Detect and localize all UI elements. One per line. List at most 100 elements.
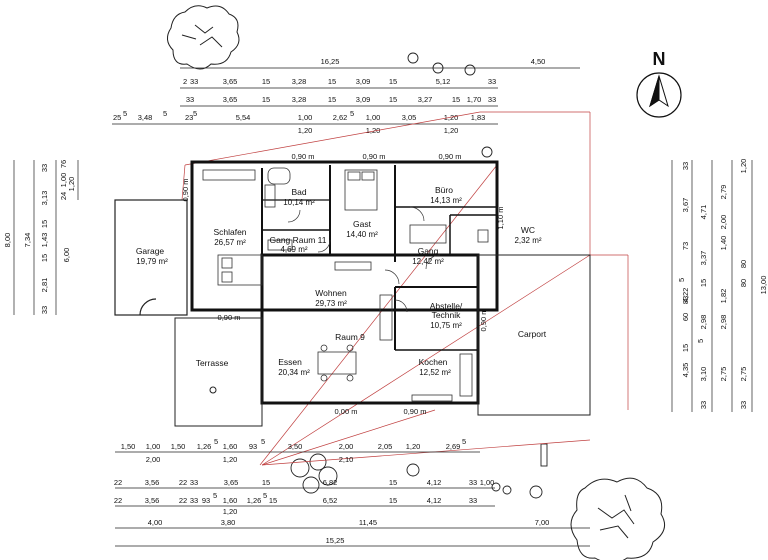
room-name-gang: Gang: [418, 246, 439, 256]
dim-top-3-8: 15: [452, 95, 460, 104]
shrub-icons: [290, 52, 548, 499]
room-name-buero: Büro: [435, 185, 453, 195]
dimension-lines-left: [13, 160, 79, 315]
dim-top-3-0: 33: [186, 95, 194, 104]
opening-label-5: 0,90 m: [479, 309, 488, 332]
dim-bottom-1b-1: 1,20: [223, 455, 238, 464]
dim-bottom-3-9: 15: [269, 496, 277, 505]
dim-bottom-5-0: 15,25: [326, 536, 345, 545]
dim-right-25: 1,20: [739, 159, 748, 174]
dim-bottom-1b-3: 2,05: [378, 442, 393, 451]
dim-right-14: 60: [681, 313, 690, 321]
tree-top-icon: [167, 5, 240, 70]
dim-top-4-4: 23: [185, 113, 193, 122]
room-area-schlafen: 26,57 m²: [214, 238, 246, 247]
dim-top-4-0: 25: [113, 113, 121, 122]
room-area-garage: 19,79 m²: [136, 257, 168, 266]
dimension-lines-top: [112, 67, 580, 125]
dim-bottom-2-2: 22: [179, 478, 187, 487]
dim-right-3: 4,71: [699, 205, 708, 220]
opening-label-6: 0,00 m: [335, 407, 358, 416]
room-area-gang-raum-11: 4,69 m²: [280, 245, 307, 254]
room-name-wc: WC: [521, 225, 535, 235]
dim-top-2-2: 3,65: [223, 77, 238, 86]
dim-left-1: 2,81: [40, 278, 49, 293]
opening-label-4: 0,90 m: [218, 313, 241, 322]
room-name-kochen: Kochen: [419, 357, 448, 367]
dim-bottom-3-7: 1,26: [247, 496, 262, 505]
dim-bottom-4-2: 11,45: [359, 518, 377, 527]
dim-right-24: 13,00: [759, 276, 768, 295]
room-area-gang: 12,42 m²: [412, 257, 444, 266]
dim-top-3-7: 3,27: [418, 95, 433, 104]
opening-label-2: 0,90 m: [439, 152, 462, 161]
dim-top-4-2: 3,48: [138, 113, 153, 122]
dim-left-2: 15: [40, 254, 49, 262]
dim-top-1-0: 16,25: [321, 57, 340, 66]
dim-bottom-2-0: 22: [114, 478, 122, 487]
dim-top-3-4: 15: [328, 95, 336, 104]
room-name-bad: Bad: [291, 187, 306, 197]
dim-bottom-3-1: 3,56: [145, 496, 160, 505]
dim-right-18: 15: [681, 344, 690, 352]
dim-left-5: 3,13: [40, 191, 49, 206]
dim-left-3: 1,43: [40, 233, 49, 248]
dim-bottom-3-2: 22: [179, 496, 187, 505]
dim-top-4-11: 3,05: [402, 113, 417, 122]
dim-right-16: 80: [739, 279, 748, 287]
dim-bottom-1-1: 1,00: [146, 442, 161, 451]
room-name-schlafen: Schlafen: [213, 227, 246, 237]
dim-bottom-3-4: 93: [202, 496, 210, 505]
dim-bottom-4-0: 4,00: [148, 518, 163, 527]
dim-bottom-3-5: 5: [213, 491, 217, 500]
dim-left-7: 6,00: [62, 248, 71, 263]
dim-top-4-3: 5: [163, 109, 167, 118]
dim-bottom-3-8: 5: [263, 491, 267, 500]
dim-right-21: 5: [696, 339, 705, 343]
room-name-raum-9: Raum 9: [335, 332, 365, 342]
furniture: [202, 167, 489, 402]
room-area-bad: 10,14 m²: [283, 198, 315, 207]
dim-left-11: 1,00: [59, 173, 68, 188]
dim-bottom-1b-0: 2,00: [146, 455, 161, 464]
dim-right-1: 33: [681, 162, 690, 170]
dim-top-4b-2: 1,20: [444, 126, 459, 135]
room-area-kochen: 12,52 m²: [419, 368, 451, 377]
opening-label-3: 0,90 m: [181, 179, 190, 202]
dim-bottom-2-6: 6,82: [323, 478, 338, 487]
dim-top-2-4: 3,28: [292, 77, 307, 86]
dim-right-10: 5: [677, 278, 686, 282]
dim-top-2-0: 2: [183, 77, 187, 86]
opening-label-7: 0,90 m: [404, 407, 427, 416]
room-name-carport: Carport: [518, 329, 547, 339]
dim-left-10: 24: [59, 192, 68, 200]
dim-bottom-1-5: 1,60: [223, 442, 238, 451]
dim-bottom-2-4: 3,65: [224, 478, 239, 487]
dim-top-3-9: 1,70: [467, 95, 482, 104]
dim-top-4-1: 5: [123, 109, 127, 118]
dim-top-2-6: 3,09: [356, 77, 371, 86]
dim-bottom-3-3: 33: [190, 496, 198, 505]
dim-left-13: 1,20: [67, 177, 76, 192]
north-arrow-icon: [636, 72, 682, 118]
dim-bottom-2-7: 15: [389, 478, 397, 487]
dim-bottom-1-7: 5: [261, 437, 265, 446]
dim-bottom-1b-2: 2,10: [339, 455, 354, 464]
dim-right-12: 80: [739, 260, 748, 268]
dim-top-3-3: 3,28: [292, 95, 307, 104]
dim-bottom-3-10: 6,52: [323, 496, 338, 505]
dim-right-17: 73: [681, 242, 690, 250]
dim-right-11: 2,98: [719, 315, 728, 330]
dim-bottom-2-5: 15: [262, 478, 270, 487]
room-area-wc: 2,32 m²: [514, 236, 541, 245]
dim-top-1-1: 4,50: [531, 57, 546, 66]
dim-top-2-3: 15: [262, 77, 270, 86]
dim-right-20: 3,10: [699, 367, 708, 382]
dim-right-23: 33: [699, 401, 708, 409]
room-area-buero: 14,13 m²: [430, 196, 462, 205]
room-name-terrasse: Terrasse: [196, 358, 229, 368]
tree-bottom-icon: [570, 477, 666, 560]
dim-bottom-1-6: 93: [249, 442, 257, 451]
dim-bottom-1-0: 1,50: [121, 442, 136, 451]
dim-bottom-1-4: 5: [214, 437, 218, 446]
